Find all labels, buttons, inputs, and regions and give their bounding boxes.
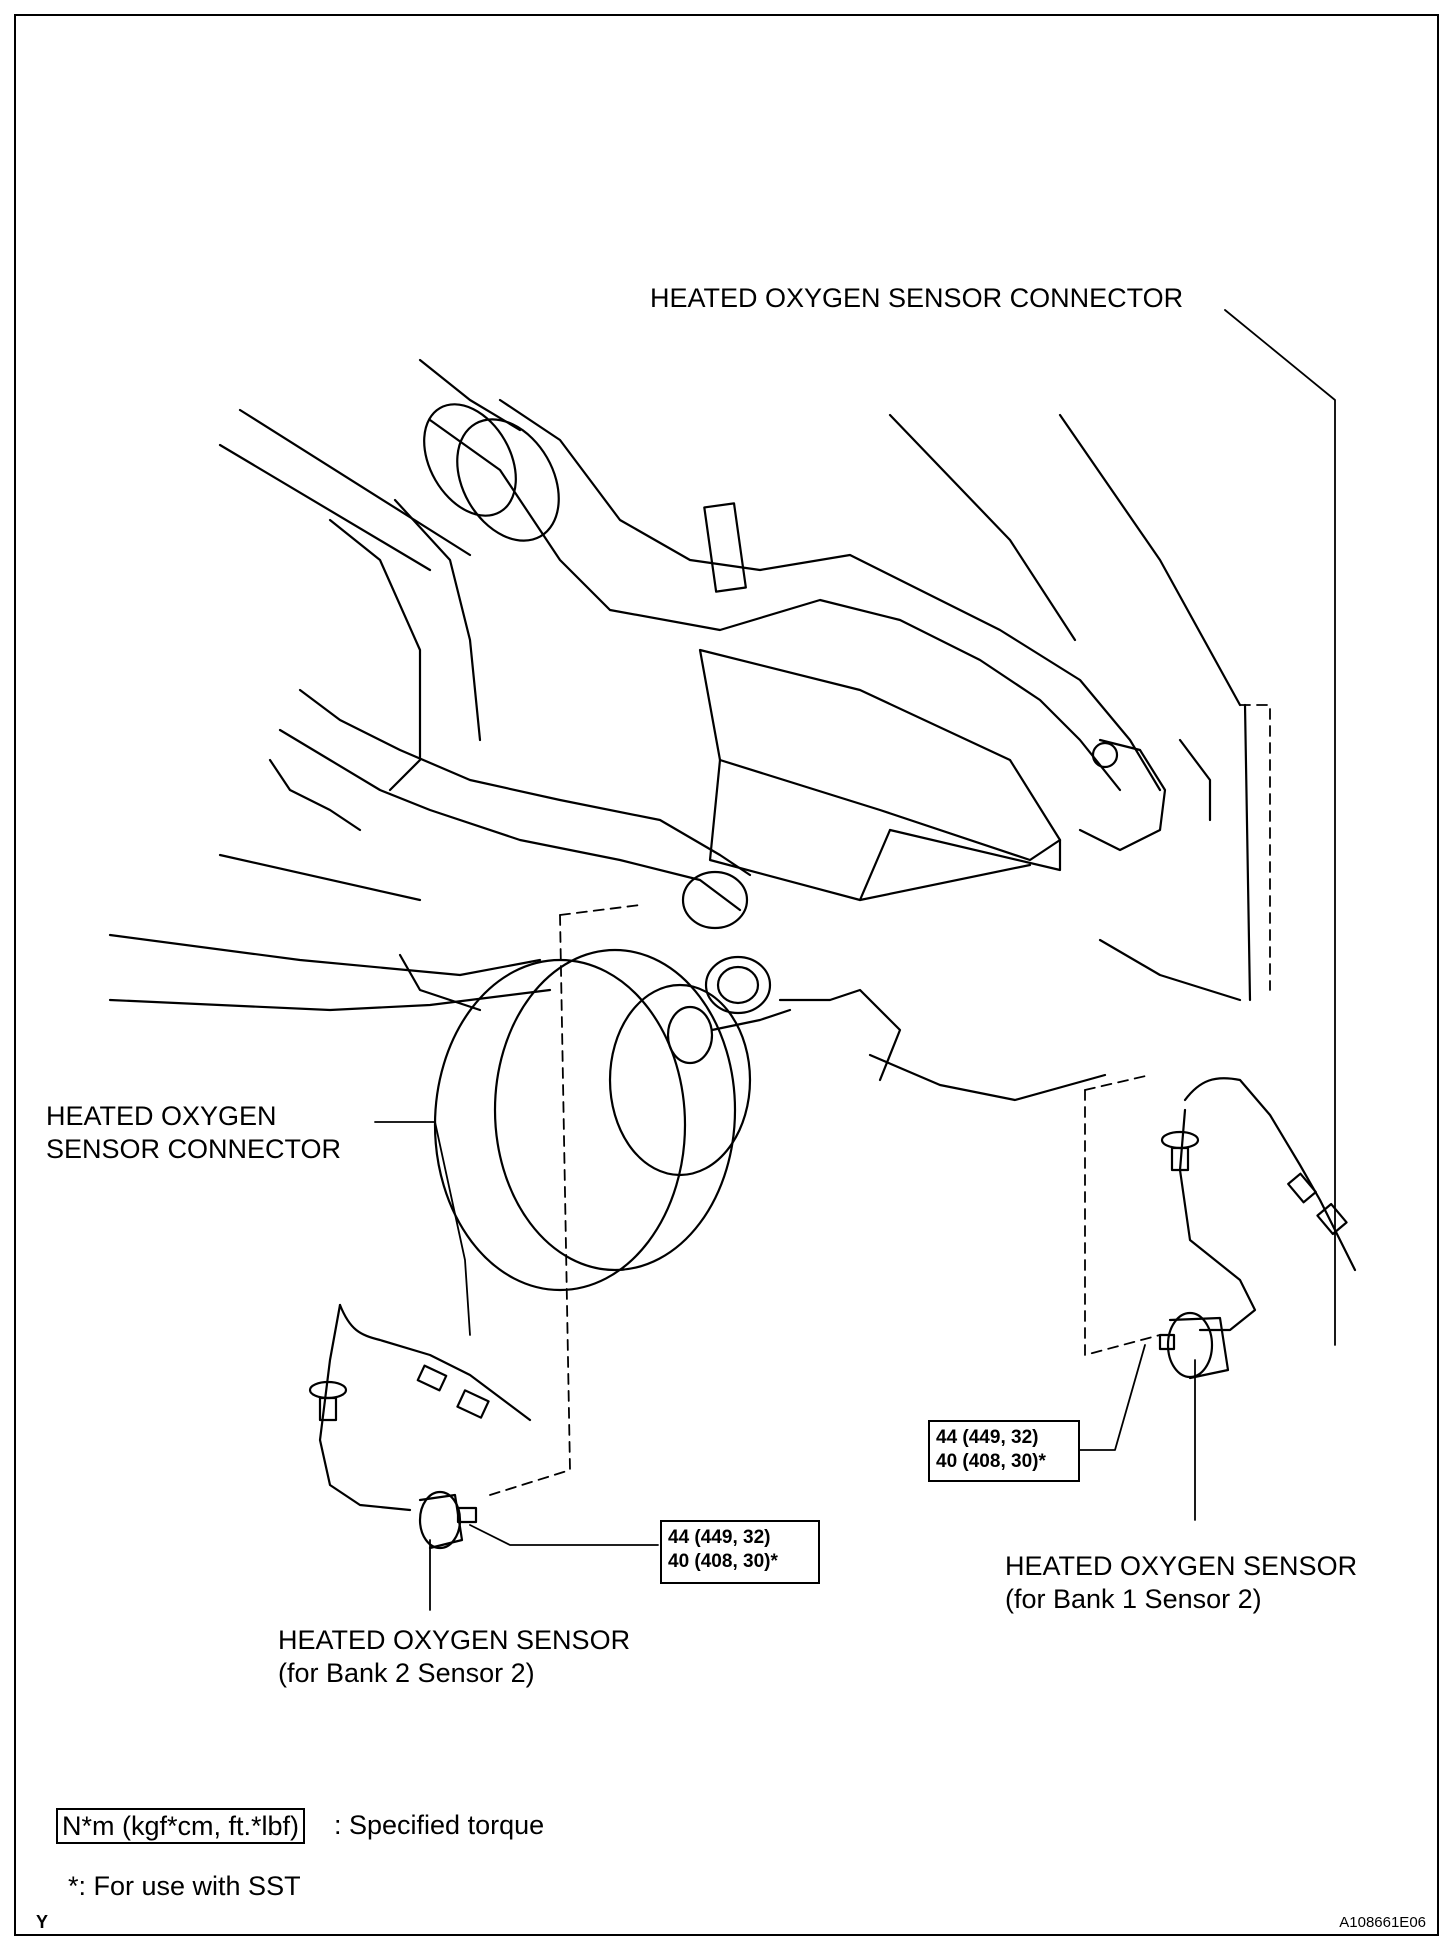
- sensor-bank1-label-line2: (for Bank 1 Sensor 2): [1005, 1584, 1262, 1614]
- sensor-bank2-label-line2: (for Bank 2 Sensor 2): [278, 1658, 535, 1688]
- bank2-sensor-wire: [308, 1303, 532, 1550]
- torque-box-bank2: 44 (449, 32) 40 (408, 30)*: [660, 1520, 820, 1584]
- vehicle-floor-lines: [108, 358, 1252, 1102]
- sensor-bank1-label-line1: HEATED OXYGEN SENSOR: [1005, 1551, 1358, 1581]
- connector-left-label-line2: SENSOR CONNECTOR: [46, 1134, 342, 1164]
- torque-bank1-line1: 44 (449, 32): [936, 1427, 1039, 1448]
- torque-bank2-line1: 44 (449, 32): [668, 1527, 771, 1548]
- torque-bank2-line2: 40 (408, 30)*: [668, 1551, 778, 1572]
- dashed-leaders: [489, 704, 1271, 1496]
- torque-unit-box: N*m (kgf*cm, ft.*lbf): [56, 1808, 306, 1844]
- torque-box-bank1: 44 (449, 32) 40 (408, 30)*: [928, 1420, 1080, 1482]
- torque-unit-text: : Specified torque: [334, 1810, 545, 1840]
- exhaust-pipes: [268, 398, 1212, 1015]
- torque-bank1-line2: 40 (408, 30)*: [936, 1451, 1046, 1472]
- bank1-sensor-wire: [1158, 1077, 1357, 1380]
- sensor-bank2-label-line1: HEATED OXYGEN SENSOR: [278, 1625, 631, 1655]
- connector-left-label-line1: HEATED OXYGEN: [46, 1101, 277, 1131]
- figure-id: A108661E06: [1339, 1914, 1426, 1931]
- corner-mark: Y: [36, 1912, 49, 1932]
- leader-lines: [374, 309, 1336, 1611]
- diagram-frame: [14, 14, 1439, 1936]
- sst-note: *: For use with SST: [68, 1871, 301, 1901]
- rear-wheel: [433, 948, 902, 1292]
- oil-pan-shape: [698, 648, 1062, 902]
- connector-top-label: HEATED OXYGEN SENSOR CONNECTOR: [650, 283, 1184, 313]
